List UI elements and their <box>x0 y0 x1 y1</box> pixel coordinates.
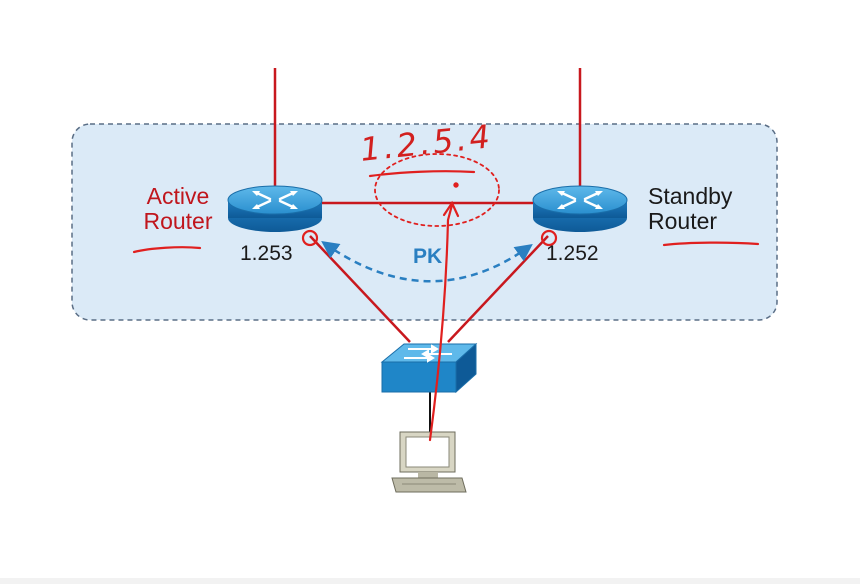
link-label: PK <box>413 245 443 268</box>
hand-annotations <box>132 153 760 442</box>
active-router-label: Active Router <box>133 183 223 235</box>
switch-icon <box>380 342 478 394</box>
router-icon <box>227 185 323 232</box>
pc-icon <box>391 431 467 493</box>
router-icon <box>532 185 628 232</box>
hsrp-hello-arc <box>321 240 533 283</box>
active-router-label-line2: Router <box>143 208 213 235</box>
hsrp-group-box <box>71 123 778 321</box>
bottom-strip <box>0 578 860 584</box>
standby-router-label: Standby Router <box>648 183 758 235</box>
active-router-ip: 1.253 <box>240 242 293 265</box>
standby-router-label-line1: Standby <box>648 183 733 209</box>
standby-router-ip: 1.252 <box>546 242 599 265</box>
standby-router-label-line2: Router <box>648 208 718 235</box>
active-router-label-line1: Active <box>146 183 210 209</box>
